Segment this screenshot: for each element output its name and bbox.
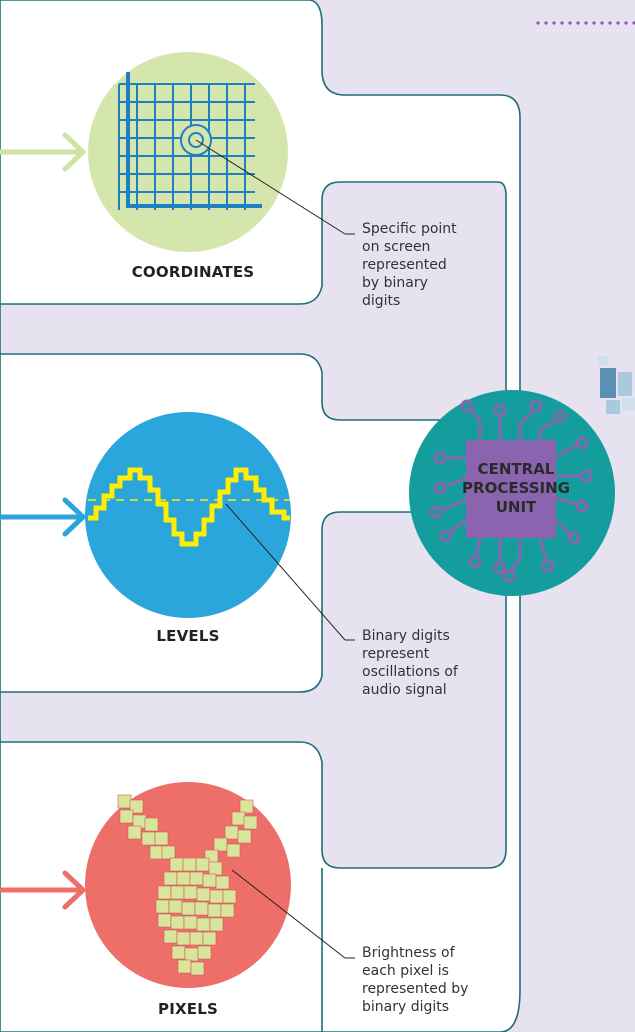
cpu-label-line: UNIT — [495, 498, 537, 516]
cpu-chip-icon — [429, 399, 593, 583]
coordinates-label: COORDINATES — [131, 263, 255, 281]
note-line: represented by — [362, 981, 469, 997]
pixel-bunny-icon — [117, 794, 258, 976]
right-arrow-icon — [0, 132, 86, 172]
cpu-label-line: CENTRAL — [477, 460, 555, 478]
note-line: binary digits — [362, 999, 450, 1015]
note-line: represented — [362, 257, 447, 273]
note-line: each pixel is — [362, 963, 449, 979]
right-arrow-icon — [0, 497, 86, 537]
dotted-rule — [536, 21, 635, 25]
note-line: by binary — [362, 275, 428, 291]
levels-panel — [0, 412, 355, 641]
note-line: digits — [362, 293, 401, 309]
note-line: Binary digits — [362, 628, 450, 644]
levels-note: Binary digits represent oscillations of … — [362, 627, 497, 699]
note-line: Brightness of — [362, 945, 455, 961]
coordinates-panel — [0, 52, 355, 252]
levels-label: LEVELS — [156, 627, 220, 645]
note-line: Specific point — [362, 221, 457, 237]
note-line: audio signal — [362, 682, 447, 698]
pixels-panel — [0, 782, 355, 988]
coordinates-note: Specific point on screen represented by … — [362, 220, 497, 310]
grid-target-icon — [118, 72, 262, 210]
cpu-label: CENTRAL PROCESSING UNIT — [451, 460, 581, 517]
pixels-note: Brightness of each pixel is represented … — [362, 944, 497, 1016]
right-arrow-icon — [0, 870, 86, 910]
cpu-node — [409, 390, 615, 596]
levels-circle — [85, 412, 291, 618]
note-line: oscillations of — [362, 664, 458, 680]
note-line: represent — [362, 646, 430, 662]
pixels-label: PIXELS — [158, 1000, 218, 1018]
cpu-label-line: PROCESSING — [462, 479, 570, 497]
pixel-decoration — [598, 356, 635, 414]
waveform-icon — [88, 467, 290, 547]
note-line: on screen — [362, 239, 431, 255]
